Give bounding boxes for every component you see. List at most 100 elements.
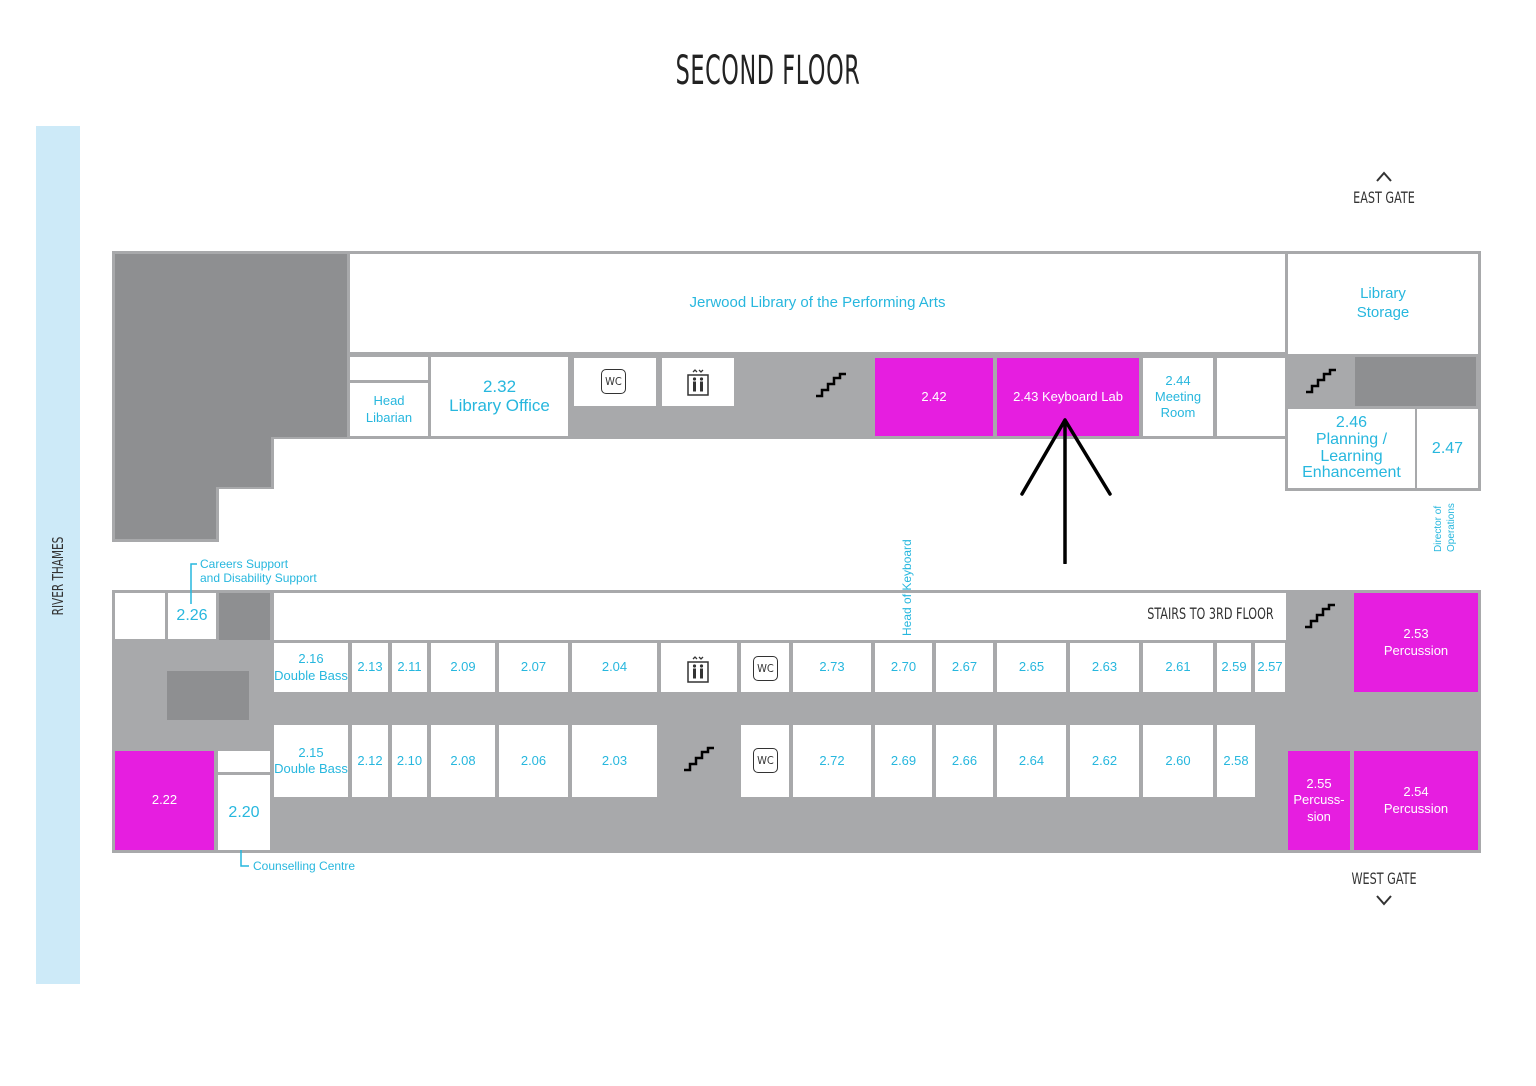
wc-icon: WC [753,748,778,773]
top-strip-white [274,593,1286,640]
wc-icon: WC [753,656,778,681]
r226-label: 2.26 [176,607,208,624]
r243-label: 2.43 Keyboard Lab [1013,388,1123,404]
room-2-63[interactable]: 2.63 [1067,640,1142,695]
pointer-arrow-icon [1020,418,1112,564]
room-2-73[interactable]: 2.73 [790,640,874,695]
room-2-62[interactable]: 2.62 [1067,722,1142,800]
room-2-22[interactable]: 2.22 [112,748,217,853]
room-2-07[interactable]: 2.07 [496,640,571,695]
r244-name1: Meeting [1154,388,1202,404]
west-gate-label: WEST GATE [1351,869,1417,888]
r215-num: 2.15 [298,744,324,760]
wc-top[interactable] [571,355,659,409]
r255-name1: Percuss- [1293,792,1345,808]
room-number-label: 2.64 [1018,752,1045,768]
room-number-label: 2.60 [1165,752,1191,768]
room-2-04[interactable]: 2.04 [569,640,660,695]
stairs-icon [816,372,846,398]
room-2-65[interactable]: 2.65 [994,640,1069,695]
room-2-58[interactable]: 2.58 [1214,722,1258,800]
room-2-13[interactable]: 2.13 [349,640,391,695]
room-jerwood-label: Jerwood Library of the Performing Arts [689,293,946,311]
stairs-icon [684,746,714,772]
room-2-57[interactable]: 2.57 [1252,640,1288,695]
wc-bottom[interactable] [738,640,792,695]
room-2-10[interactable]: 2.10 [389,722,430,800]
floor-title: SECOND FLOOR [675,48,861,94]
room-2-06[interactable]: 2.06 [496,722,571,800]
room-2-20[interactable]: 2.20 [215,772,273,853]
r242-label: 2.42 [921,388,947,404]
room-unlabeled-left[interactable] [112,590,168,642]
west-building-mass [115,254,347,437]
room-2-64[interactable]: 2.64 [994,722,1069,800]
room-2-12[interactable]: 2.12 [349,722,391,800]
counselling-label: Counselling Centre [253,859,356,873]
room-2-08[interactable]: 2.08 [428,722,498,800]
wc-icon: WC [601,369,626,394]
west-gate-arrow-icon [1376,895,1392,906]
r254-name: Percussion [1383,800,1449,816]
r216-name: Double Bass [274,667,348,683]
room-number-label: 2.72 [819,752,845,768]
room-2-70[interactable]: 2.70 [872,640,935,695]
room-2-72[interactable]: 2.72 [790,722,874,800]
room-number-label: 2.67 [951,659,978,675]
room-2-47[interactable]: 2.47 [1417,409,1478,488]
r244-num: 2.44 [1165,372,1191,388]
room-number-label: 2.58 [1223,752,1249,768]
room-number-label: 2.12 [357,752,383,768]
dark-block-lower-left [167,671,249,720]
river-strip [36,126,80,984]
stairs-to-3rd-label: STAIRS TO 3RD FLOOR [1147,604,1274,623]
r246-name2: Learning [1320,447,1383,465]
lift-bottom[interactable] [658,640,740,695]
room-2-03[interactable]: 2.03 [569,722,660,800]
river-label: RIVER THAMES [49,536,67,616]
east-gate-label: EAST GATE [1353,188,1415,207]
room-jerwood-library[interactable]: Jerwood Library of the Performing Arts [347,251,1288,355]
stairs-icon [1305,603,1335,629]
room-2-69[interactable]: 2.69 [872,722,935,800]
wc-bottom[interactable] [738,722,792,800]
lift-top[interactable] [659,355,737,409]
lift-icon [687,656,709,683]
r232-num: 2.32 [482,376,517,396]
room-number-label: 2.57 [1257,659,1283,675]
east-storage-dark [1355,357,1476,406]
r254-num: 2.54 [1403,784,1429,800]
r232-name: Library Office [449,395,550,415]
east-gate-arrow-icon [1376,171,1392,182]
counselling-leader-line [240,850,249,867]
room-2-11[interactable]: 2.11 [389,640,430,695]
room-number-label: 2.65 [1018,659,1045,675]
head-of-keyboard-label: Head of Keyboard [900,539,914,636]
room-2-59[interactable]: 2.59 [1214,640,1254,695]
room-2-66[interactable]: 2.66 [933,722,996,800]
careers-label: Careers Support and Disability Support [200,557,317,586]
room-number-label: 2.61 [1165,659,1191,675]
room-2-09[interactable]: 2.09 [428,640,498,695]
room-unlabeled-220-top[interactable] [215,748,273,775]
room-number-label: 2.04 [601,659,628,675]
room-2-26[interactable]: 2.26 [165,590,219,642]
room-unlabeled-top[interactable] [1214,355,1288,439]
room-2-42[interactable]: 2.42 [872,355,996,439]
head-lib-1: Head [373,393,405,409]
room-number-label: 2.06 [520,752,547,768]
room-2-60[interactable]: 2.60 [1140,722,1216,800]
room-2-61[interactable]: 2.61 [1140,640,1216,695]
r216-num: 2.16 [298,651,324,667]
room-2-67[interactable]: 2.67 [933,640,996,695]
